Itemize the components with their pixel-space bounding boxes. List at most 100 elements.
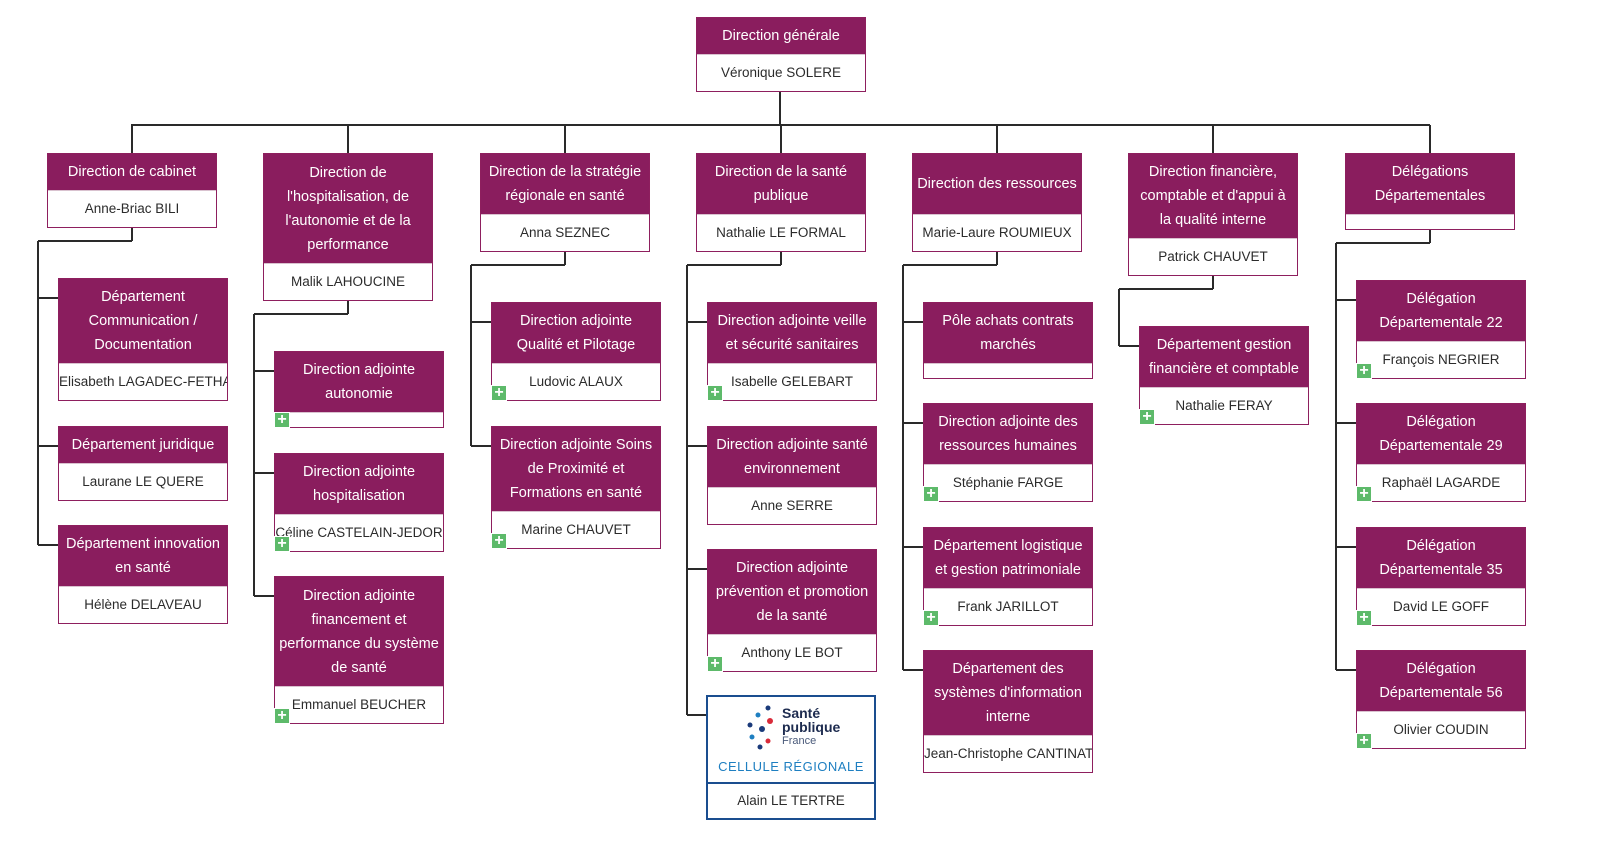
division-direction-de-la-strategie-regionale-en-s-person-name: Anna SEZNEC	[481, 214, 649, 251]
sub-unit-departement-gestion-financiere-et-compta[interactable]: Département gestion financière et compta…	[1139, 326, 1309, 425]
sub-unit-direction-adjointe-hospitalisation-person-name: Céline CASTELAIN-JEDOR	[275, 514, 443, 551]
division-direction-de-cabinet-title: Direction de cabinet	[48, 154, 216, 190]
sub-unit-departement-logistique-et-gestion-patrim[interactable]: Département logistique et gestion patrim…	[923, 527, 1093, 626]
expand-plus-icon[interactable]: +	[491, 385, 507, 401]
sub-unit-direction-adjointe-prevention-et-promoti-title: Direction adjointe prévention et promoti…	[708, 550, 876, 634]
sub-unit-departement-gestion-financiere-et-compta-title: Département gestion financière et compta…	[1140, 327, 1308, 387]
division-direction-financiere-comptable-et-d-appu-title: Direction financière, comptable et d'app…	[1129, 154, 1297, 238]
sub-unit-direction-adjointe-qualite-et-pilotage-person-name: Ludovic ALAUX	[492, 363, 660, 400]
division-direction-de-cabinet-person-name: Anne-Briac BILI	[48, 190, 216, 227]
expand-plus-icon[interactable]: +	[491, 533, 507, 549]
logo-text-publique: publique	[782, 719, 841, 735]
division-direction-de-l-hospitalisation-de-l-auto-person-name: Malik LAHOUCINE	[264, 263, 432, 300]
sub-unit-departement-communication-documentation[interactable]: Département Communication / Documentatio…	[58, 278, 228, 401]
sub-unit-direction-adjointe-des-ressources-humain-title: Direction adjointe des ressources humain…	[924, 404, 1092, 464]
expand-plus-icon[interactable]: +	[274, 412, 290, 428]
sub-unit-departement-juridique-title: Département juridique	[59, 427, 227, 463]
sub-unit-direction-adjointe-financement-et-perfor-title: Direction adjointe financement et perfor…	[275, 577, 443, 686]
root-node-title: Direction générale	[697, 18, 865, 54]
sub-unit-pole-achats-contrats-marches[interactable]: Pôle achats contrats marchés	[923, 302, 1093, 379]
dots-logo-icon	[747, 705, 773, 750]
expand-plus-icon[interactable]: +	[1356, 610, 1372, 626]
cellule-regionale-person-name: Alain LE TERTRE	[737, 793, 845, 808]
expand-plus-icon[interactable]: +	[1356, 733, 1372, 749]
division-delegations-departementales[interactable]: Délégations Départementales	[1345, 153, 1515, 230]
sub-unit-departement-innovation-en-sante-title: Département innovation en santé	[59, 526, 227, 586]
division-direction-financiere-comptable-et-d-appu[interactable]: Direction financière, comptable et d'app…	[1128, 153, 1298, 276]
sub-unit-direction-adjointe-autonomie-title: Direction adjointe autonomie	[275, 352, 443, 412]
expand-plus-icon[interactable]: +	[707, 656, 723, 672]
sub-unit-delegation-departementale-29-title: Délégation Départementale 29	[1357, 404, 1525, 464]
sub-unit-departement-communication-documentation-person-name: Elisabeth LAGADEC-FETHA	[59, 363, 227, 400]
division-delegations-departementales-title: Délégations Départementales	[1346, 154, 1514, 214]
expand-plus-icon[interactable]: +	[1139, 409, 1155, 425]
sub-unit-direction-adjointe-veille-et-securite-sa-person-name: Isabelle GELEBART	[708, 363, 876, 400]
expand-plus-icon[interactable]: +	[274, 708, 290, 724]
sub-unit-departement-logistique-et-gestion-patrim-person-name: Frank JARILLOT	[924, 588, 1092, 625]
sub-unit-pole-achats-contrats-marches-title: Pôle achats contrats marchés	[924, 303, 1092, 363]
root-node-person-name: Véronique SOLERE	[697, 54, 865, 91]
sub-unit-delegation-departementale-22-title: Délégation Départementale 22	[1357, 281, 1525, 341]
division-direction-de-la-sante-publique-person-name: Nathalie LE FORMAL	[697, 214, 865, 251]
sub-unit-departement-des-systemes-d-information-i-person-name: Jean-Christophe CANTINAT	[924, 735, 1092, 772]
sub-unit-pole-achats-contrats-marches-person-name	[924, 363, 1092, 378]
sub-unit-direction-adjointe-prevention-et-promoti[interactable]: Direction adjointe prévention et promoti…	[707, 549, 877, 672]
sub-unit-direction-adjointe-des-ressources-humain-person-name: Stéphanie FARGE	[924, 464, 1092, 501]
sub-unit-delegation-departementale-56-title: Délégation Départementale 56	[1357, 651, 1525, 711]
sub-unit-direction-adjointe-sante-environnement-person-name: Anne SERRE	[708, 487, 876, 524]
logo-text-sante: Santé	[782, 705, 821, 721]
expand-plus-icon[interactable]: +	[707, 385, 723, 401]
sub-unit-direction-adjointe-soins-de-proximite-et-title: Direction adjointe Soins de Proximité et…	[492, 427, 660, 511]
sub-unit-delegation-departementale-29-person-name: Raphaël LAGARDE	[1357, 464, 1525, 501]
sub-unit-direction-adjointe-prevention-et-promoti-person-name: Anthony LE BOT	[708, 634, 876, 671]
sub-unit-direction-adjointe-autonomie-person-name	[275, 412, 443, 427]
sub-unit-direction-adjointe-sante-environnement-title: Direction adjointe santé environnement	[708, 427, 876, 487]
sub-unit-departement-gestion-financiere-et-compta-person-name: Nathalie FERAY	[1140, 387, 1308, 424]
sub-unit-direction-adjointe-veille-et-securite-sa-title: Direction adjointe veille et sécurité sa…	[708, 303, 876, 363]
sub-unit-direction-adjointe-veille-et-securite-sa[interactable]: Direction adjointe veille et sécurité sa…	[707, 302, 877, 401]
sub-unit-delegation-departementale-56-person-name: Olivier COUDIN	[1357, 711, 1525, 748]
expand-plus-icon[interactable]: +	[1356, 363, 1372, 379]
logo-text-france: France	[782, 735, 817, 747]
expand-plus-icon[interactable]: +	[274, 536, 290, 552]
sub-unit-delegation-departementale-35-title: Délégation Départementale 35	[1357, 528, 1525, 588]
sub-unit-direction-adjointe-des-ressources-humain[interactable]: Direction adjointe des ressources humain…	[923, 403, 1093, 502]
division-delegations-departementales-person-name	[1346, 214, 1514, 229]
sub-unit-departement-innovation-en-sante-person-name: Hélène DELAVEAU	[59, 586, 227, 623]
sub-unit-delegation-departementale-35-person-name: David LE GOFF	[1357, 588, 1525, 625]
division-direction-de-la-strategie-regionale-en-s[interactable]: Direction de la stratégie régionale en s…	[480, 153, 650, 252]
sub-unit-departement-des-systemes-d-information-i[interactable]: Département des systèmes d'information i…	[923, 650, 1093, 773]
division-direction-des-ressources-title: Direction des ressources	[913, 154, 1081, 214]
expand-plus-icon[interactable]: +	[923, 486, 939, 502]
sub-unit-direction-adjointe-hospitalisation-title: Direction adjointe hospitalisation	[275, 454, 443, 514]
expand-plus-icon[interactable]: +	[1356, 486, 1372, 502]
sub-unit-departement-juridique-person-name: Laurane LE QUERE	[59, 463, 227, 500]
logo-text-cellule-regionale: CELLULE RÉGIONALE	[718, 759, 864, 774]
sub-unit-direction-adjointe-soins-de-proximite-et[interactable]: Direction adjointe Soins de Proximité et…	[491, 426, 661, 549]
division-direction-financiere-comptable-et-d-appu-person-name: Patrick CHAUVET	[1129, 238, 1297, 275]
division-direction-de-la-strategie-regionale-en-s-title: Direction de la stratégie régionale en s…	[481, 154, 649, 214]
sub-unit-departement-communication-documentation-title: Département Communication / Documentatio…	[59, 279, 227, 363]
sub-unit-delegation-departementale-22-person-name: François NEGRIER	[1357, 341, 1525, 378]
expand-plus-icon[interactable]: +	[923, 610, 939, 626]
division-direction-des-ressources-person-name: Marie-Laure ROUMIEUX	[913, 214, 1081, 251]
division-direction-de-l-hospitalisation-de-l-auto[interactable]: Direction de l'hospitalisation, de l'aut…	[263, 153, 433, 301]
sub-unit-direction-adjointe-autonomie[interactable]: Direction adjointe autonomie+	[274, 351, 444, 428]
sub-unit-direction-adjointe-financement-et-perfor[interactable]: Direction adjointe financement et perfor…	[274, 576, 444, 724]
